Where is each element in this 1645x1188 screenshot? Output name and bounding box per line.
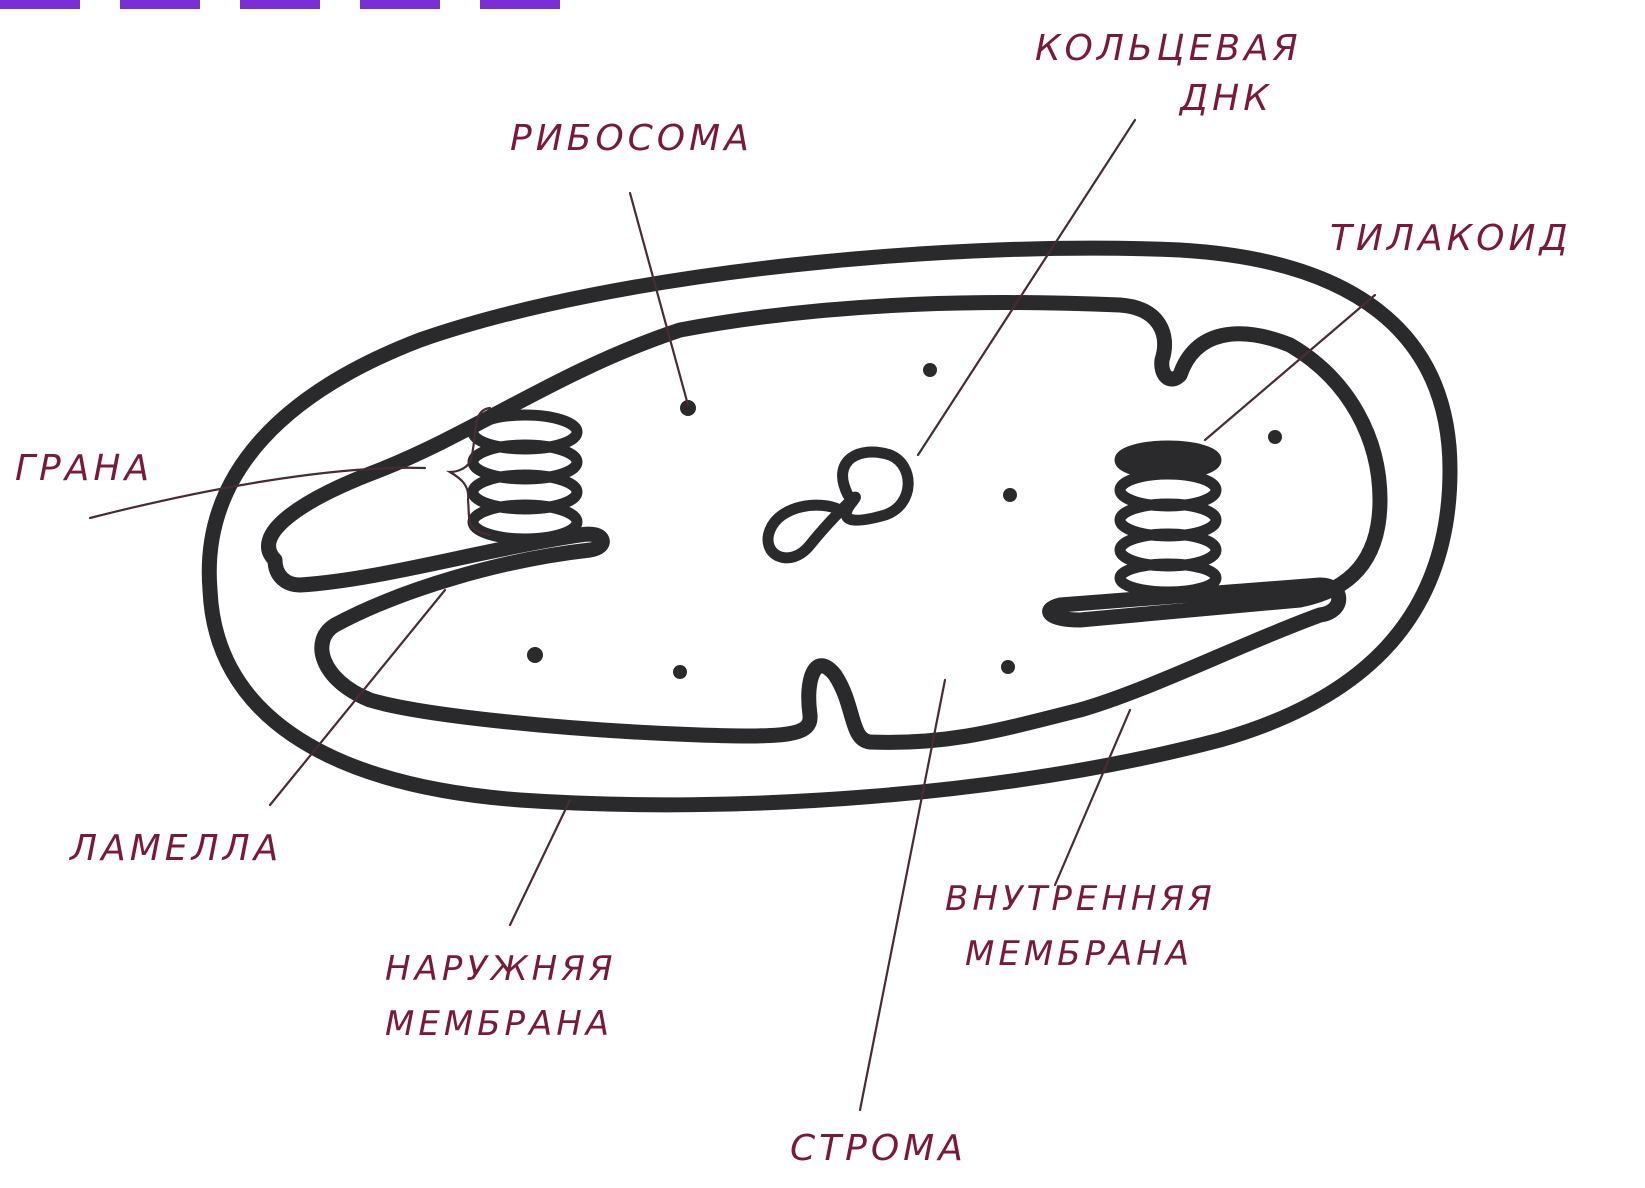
label-grana: ГРАНА <box>15 448 153 489</box>
leader-ribosome <box>630 193 688 405</box>
label-inner-membrane-line2: МЕМБРАНА <box>965 934 1193 974</box>
leader-inner-membrane <box>1055 710 1130 885</box>
leader-thylakoid <box>1205 295 1375 440</box>
label-lamella: ЛАМЕЛЛА <box>68 828 282 869</box>
leader-circular-dna <box>918 120 1135 455</box>
label-stroma: СТРОМА <box>790 1128 967 1169</box>
grana-right <box>1120 446 1216 592</box>
label-outer-membrane-line1: НАРУЖНЯЯ <box>385 949 616 989</box>
leader-outer-membrane <box>510 800 570 925</box>
label-circular-dna-line2: ДНК <box>1178 78 1273 119</box>
label-thylakoid: ТИЛАКОИД <box>1330 218 1572 259</box>
circular-dna <box>768 452 908 558</box>
label-outer-membrane-line2: МЕМБРАНА <box>385 1004 613 1044</box>
label-circular-dna-line1: КОЛЬЦЕВАЯ <box>1035 28 1302 69</box>
grana-left <box>473 415 577 539</box>
label-inner-membrane-line1: ВНУТРЕННЯЯ <box>945 879 1216 919</box>
label-ribosome: РИБОСОМА <box>510 118 753 159</box>
ribosome-dots <box>527 363 1282 679</box>
